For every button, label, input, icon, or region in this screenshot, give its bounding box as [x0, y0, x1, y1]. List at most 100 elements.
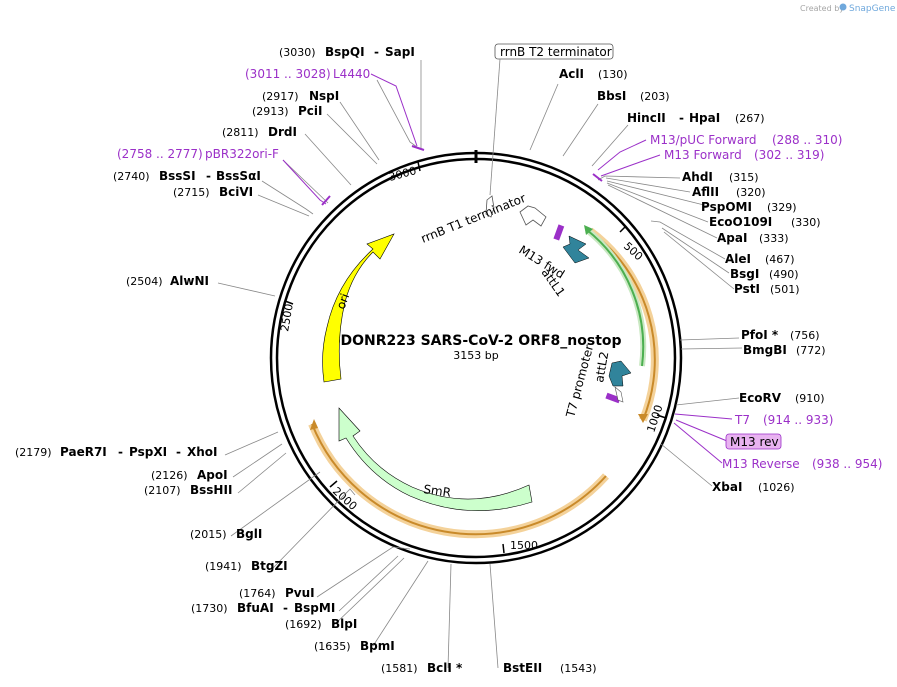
- site-name: HincII: [627, 111, 666, 125]
- site-pos: (2811): [222, 126, 259, 139]
- site-nspi[interactable]: (2917) NspI: [262, 89, 339, 103]
- site-acli[interactable]: AclI (130): [559, 67, 628, 81]
- site-m13rev[interactable]: M13 rev: [725, 433, 782, 450]
- site-pos: (2179): [15, 446, 52, 459]
- primer-range: (938 .. 954): [812, 457, 882, 471]
- site-ecorv[interactable]: EcoRV (910): [739, 391, 825, 405]
- site-separator-2: -: [176, 445, 181, 459]
- site-separator: -: [374, 45, 379, 59]
- primer-name: T7: [734, 413, 750, 427]
- site-bsssi[interactable]: (2740) BssSI - BssSαI: [113, 169, 261, 183]
- site-apai[interactable]: ApaI (333): [717, 231, 789, 245]
- credit-brand: SnapGene: [849, 4, 896, 14]
- rrnb-t2-label: rrnB T2 terminator: [500, 45, 612, 59]
- site-pos: (2107): [144, 484, 181, 497]
- site-xbai[interactable]: XbaI (1026): [712, 480, 795, 494]
- site-m13puc[interactable]: M13/pUC Forward (288 .. 310): [650, 133, 842, 147]
- site-name: ApaI: [717, 231, 747, 245]
- attl1-feature[interactable]: [562, 235, 590, 264]
- site-pos: (1730): [191, 602, 228, 615]
- site-pos: (315): [729, 171, 759, 184]
- site-blpi[interactable]: (1692) BlpI: [285, 617, 357, 631]
- site-pos: (1581): [381, 662, 418, 675]
- site-bbsi[interactable]: BbsI (203): [597, 89, 670, 103]
- site-name: BlpI: [331, 617, 357, 631]
- site-pbr322ori[interactable]: (2758 .. 2777) pBR322ori-F: [117, 147, 279, 161]
- primer-name: L4440: [333, 67, 370, 81]
- site-bspqi[interactable]: (3030) BspQI - SapI: [279, 45, 415, 59]
- site-paer7i[interactable]: (2179) PaeR7I - PspXI - XhoI: [15, 445, 218, 459]
- site-pspomi[interactable]: PspOMI (329): [701, 200, 797, 214]
- smr-label: SmR: [423, 482, 452, 500]
- site-ahdi[interactable]: AhdI (315): [682, 170, 759, 184]
- rrnb-t2-box[interactable]: [494, 43, 614, 60]
- site-pos: (2126): [151, 469, 188, 482]
- site-separator: -: [283, 601, 288, 615]
- site-pcii[interactable]: (2913) PciI: [252, 104, 323, 118]
- rrnb-t1-label: rrnB T1 terminator: [419, 191, 528, 246]
- site-aflii[interactable]: AflII (320): [692, 185, 766, 199]
- site-name-2: HpaI: [689, 111, 720, 125]
- orf-green-arrowhead: [584, 225, 593, 235]
- site-alwni[interactable]: (2504) AlwNI: [126, 274, 209, 288]
- site-bpmi[interactable]: (1635) BpmI: [314, 639, 395, 653]
- site-alei[interactable]: AleI (467): [725, 252, 795, 266]
- ori-label: ori: [334, 292, 352, 311]
- t7-promoter-feature[interactable]: [614, 386, 624, 403]
- site-name: XbaI: [712, 480, 742, 494]
- site-bgli[interactable]: (2015) BglI: [190, 527, 262, 541]
- site-pos: (2913): [252, 105, 289, 118]
- m13rev-box: [725, 433, 782, 450]
- site-name: BssHII: [190, 483, 232, 497]
- site-name: BstEII: [503, 661, 542, 675]
- smr-feature[interactable]: [338, 407, 533, 511]
- site-m13reverse[interactable]: M13 Reverse (938 .. 954): [722, 457, 882, 471]
- plasmid-name: pDONR223 SARS-CoV-2 ORF8_nostop: [330, 333, 621, 349]
- site-pvui[interactable]: (1764) PvuI: [239, 586, 315, 600]
- site-name: AlwNI: [170, 274, 209, 288]
- site-eco0109i[interactable]: EcoO109I (330): [709, 215, 821, 229]
- site-apoi[interactable]: (2126) ApoI: [151, 468, 228, 482]
- site-name-2: BspMI: [294, 601, 335, 615]
- site-bsshii[interactable]: (2107) BssHII: [144, 483, 232, 497]
- site-pos: (130): [598, 68, 628, 81]
- site-m13fwd[interactable]: M13 Forward (302 .. 319): [664, 148, 824, 162]
- site-hincii[interactable]: HincII - HpaI (267): [627, 111, 765, 125]
- site-name-2: PspXI: [129, 445, 167, 459]
- site-bsteii[interactable]: BstEII (1543): [503, 661, 597, 675]
- site-btgzi[interactable]: (1941) BtgZI: [205, 559, 288, 573]
- site-pos: (2715): [173, 186, 210, 199]
- site-name: BssSI: [159, 169, 196, 183]
- site-pos: (1635): [314, 640, 351, 653]
- site-pos: (756): [790, 329, 820, 342]
- m13reverse-leader: [673, 422, 723, 464]
- site-bcli[interactable]: (1581) BclI *: [381, 661, 463, 675]
- primer-range: (2758 .. 2777): [117, 147, 203, 161]
- site-bcivi[interactable]: (2715) BciVI: [173, 185, 253, 199]
- m13-fwd-primer-mark: [553, 224, 565, 241]
- site-name: DrdI: [268, 125, 297, 139]
- site-bmgbi[interactable]: BmgBI (772): [743, 343, 826, 357]
- site-drdi[interactable]: (2811) DrdI: [222, 125, 297, 139]
- site-name: PciI: [298, 104, 323, 118]
- site-bsgi[interactable]: BsgI (490): [730, 267, 799, 281]
- site-name: BspQI: [325, 45, 365, 59]
- site-psti[interactable]: PstI (501): [734, 282, 800, 296]
- site-pos: (1941): [205, 560, 242, 573]
- m13fwd-leader: [600, 154, 661, 177]
- ori-feature[interactable]: [322, 233, 395, 383]
- attl2-feature[interactable]: [608, 360, 632, 387]
- pbr-mark: [321, 195, 331, 206]
- rrnb-t1-feature[interactable]: [519, 205, 547, 227]
- rrnb-t2-feature[interactable]: [485, 195, 495, 218]
- site-bfuai[interactable]: (1730) BfuAI - BspMI: [191, 601, 335, 615]
- site-name-3: XhoI: [187, 445, 218, 459]
- site-l4440[interactable]: (3011 .. 3028) L4440: [245, 67, 370, 81]
- site-t7[interactable]: T7 (914 .. 933): [734, 413, 833, 427]
- primer-range: (302 .. 319): [754, 148, 824, 162]
- site-pfoi[interactable]: PfoI * (756): [741, 328, 820, 342]
- site-name: PspOMI: [701, 200, 752, 214]
- tick-label-3000: 3000: [387, 164, 417, 184]
- site-pos: (3030): [279, 46, 316, 59]
- site-name: BciVI: [219, 185, 253, 199]
